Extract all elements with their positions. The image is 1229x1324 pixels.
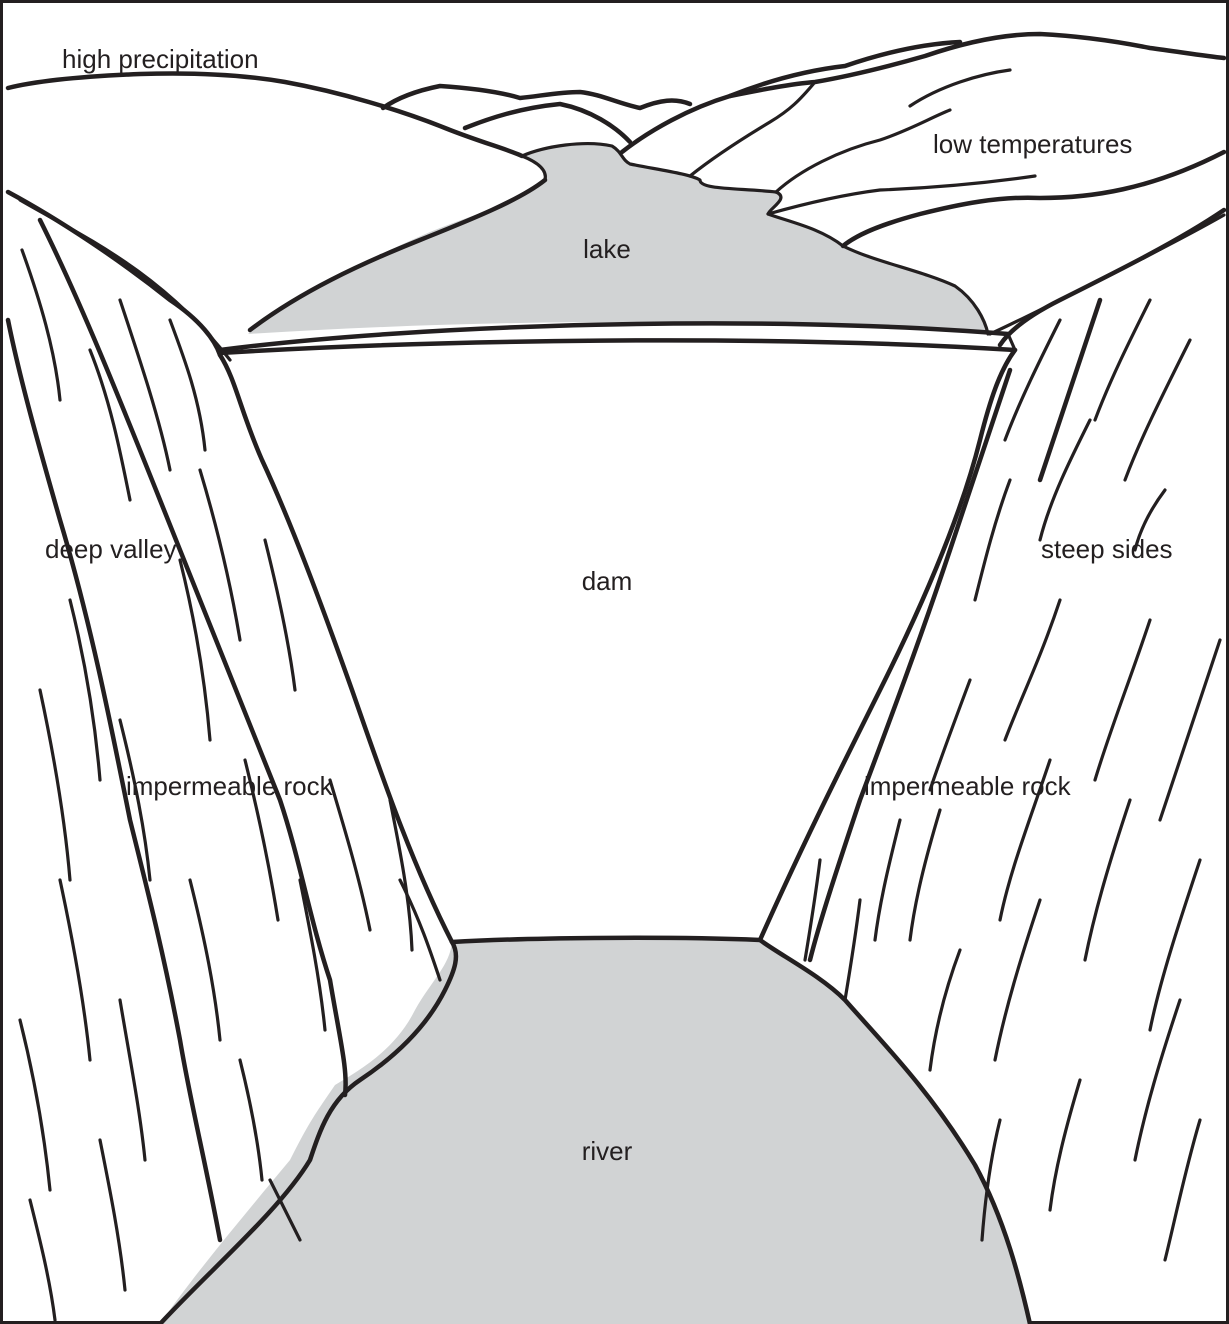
- label-river: river: [582, 1136, 633, 1166]
- label-steep-sides: steep sides: [1041, 534, 1173, 564]
- label-impermeable-rock-left: impermeable rock: [126, 771, 334, 801]
- label-dam: dam: [582, 566, 633, 596]
- label-impermeable-rock-right: impermeable rock: [864, 771, 1072, 801]
- label-low-temperatures: low temperatures: [933, 129, 1132, 159]
- label-lake: lake: [583, 234, 631, 264]
- label-deep-valley: deep valley: [45, 534, 177, 564]
- label-high-precipitation: high precipitation: [62, 44, 259, 74]
